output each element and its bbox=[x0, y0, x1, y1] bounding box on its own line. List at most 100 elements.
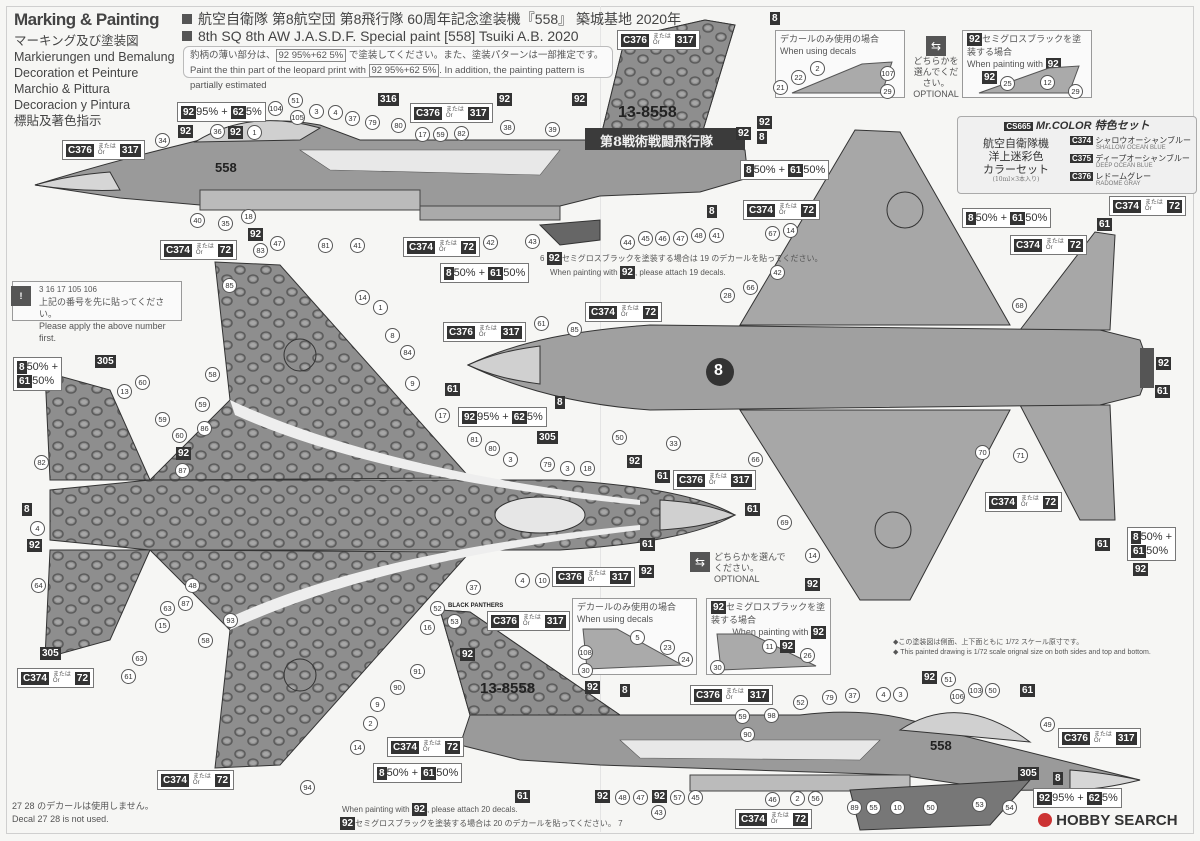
tail-sketch bbox=[791, 61, 893, 94]
part-number: 43 bbox=[525, 234, 540, 249]
decal-number: 2 bbox=[810, 61, 825, 76]
color-name-jp: シャロウオーシャンブルー bbox=[1095, 136, 1191, 145]
part-number: 86 bbox=[197, 421, 212, 436]
color-tag: 61 bbox=[1155, 385, 1171, 398]
scheme-en: 8th SQ 8th AW J.A.S.D.F. Special paint [… bbox=[198, 28, 579, 44]
or-en: Or bbox=[1093, 738, 1101, 745]
part-number: 34 bbox=[155, 133, 170, 148]
or-jp: または bbox=[1020, 496, 1039, 503]
color-tag: 92 bbox=[1133, 563, 1149, 576]
part-number: 36 bbox=[210, 124, 225, 139]
part-number: 80 bbox=[391, 118, 406, 133]
part-number: 85 bbox=[222, 278, 237, 293]
part-number: 79 bbox=[365, 115, 380, 130]
color-tag: 92 bbox=[572, 93, 588, 106]
color-tag: 92 bbox=[805, 578, 821, 591]
part-number: 37 bbox=[466, 580, 481, 595]
color-tag: 92 bbox=[546, 252, 562, 265]
color-code: 317 bbox=[747, 689, 769, 702]
mix-percent: 50% bbox=[436, 767, 459, 779]
tail-serial-top: 13-8558 bbox=[618, 104, 677, 121]
or-jp: または bbox=[52, 672, 71, 679]
optional-choice: ⇆ どちらかを選んでください。 OPTIONAL bbox=[912, 36, 960, 100]
or-jp: または bbox=[725, 689, 744, 696]
part-number: 89 bbox=[847, 800, 862, 815]
color-tag: 92 bbox=[810, 626, 826, 639]
decal-number: 28 bbox=[24, 801, 35, 811]
color-tag: 8 bbox=[22, 503, 32, 516]
part-number: 93 bbox=[223, 613, 238, 628]
color-code: C374 bbox=[1070, 136, 1094, 145]
part-number: 57 bbox=[670, 790, 685, 805]
decal-number: 108 bbox=[578, 645, 593, 660]
note-text: When painting with bbox=[550, 268, 618, 277]
part-number: 1 bbox=[247, 125, 262, 140]
decal-number: 12 bbox=[1040, 75, 1055, 90]
part-number: 59 bbox=[155, 412, 170, 427]
color-code: C374 bbox=[989, 496, 1017, 509]
mix-percent: 50% bbox=[753, 164, 776, 176]
or-jp: または bbox=[1045, 239, 1064, 246]
color-code: 72 bbox=[800, 204, 817, 217]
part-number: 50 bbox=[985, 683, 1000, 698]
part-number: 56 bbox=[808, 791, 823, 806]
part-number: 80 bbox=[485, 441, 500, 456]
mix-percent: 50% bbox=[453, 267, 476, 279]
top-view bbox=[44, 261, 737, 769]
color-code: 72 bbox=[444, 741, 461, 754]
part-number: 106 bbox=[950, 689, 965, 704]
color-tag: 61 bbox=[1020, 684, 1036, 697]
part-number: 90 bbox=[740, 727, 755, 742]
mix-percent: 5% bbox=[1101, 792, 1118, 804]
color-tag: 92 bbox=[595, 790, 611, 803]
decal-number: 30 bbox=[710, 660, 725, 675]
decal-number: 19 bbox=[689, 268, 699, 277]
or-jp: または bbox=[770, 813, 789, 820]
part-number: 13 bbox=[117, 384, 132, 399]
color-code: 92 bbox=[462, 411, 478, 424]
or-en: Or bbox=[708, 480, 716, 487]
or-en: Or bbox=[620, 312, 628, 319]
mix-tag: 92 95%+62 5% bbox=[275, 49, 347, 62]
color-code: 317 bbox=[467, 107, 489, 120]
optional-jp: どちらかを選んでください。 bbox=[913, 56, 959, 88]
or-en: Or bbox=[770, 819, 778, 826]
nose-number-top: 558 bbox=[215, 160, 237, 175]
squadron-name: 第8戦術戦闘飛行隊 bbox=[600, 135, 714, 150]
color-code: 72 bbox=[214, 774, 231, 787]
watermark-text: HOBBY SEARCH bbox=[1056, 812, 1178, 829]
color-code: 317 bbox=[500, 326, 522, 339]
color-tag: 8 bbox=[620, 684, 630, 697]
color-name-jp: レドームグレー bbox=[1095, 172, 1152, 181]
subtitle: Decoracion y Pintura bbox=[14, 98, 131, 112]
color-code: C374 bbox=[747, 204, 775, 217]
part-number: 38 bbox=[500, 120, 515, 135]
set-line: カラーセット bbox=[983, 163, 1049, 176]
part-number: 81 bbox=[467, 432, 482, 447]
part-number: 60 bbox=[172, 428, 187, 443]
color-tag: 92 bbox=[340, 817, 356, 830]
color-code: 61 bbox=[421, 767, 437, 780]
part-number: 87 bbox=[175, 463, 190, 478]
color-tag: 92 bbox=[585, 681, 601, 694]
part-number: 17 bbox=[415, 127, 430, 142]
color-code: 92 bbox=[181, 106, 197, 119]
color-code: 62 bbox=[1086, 792, 1102, 805]
part-number: 91 bbox=[410, 664, 425, 679]
color-tag: 305 bbox=[537, 431, 558, 444]
decal-number: 105 bbox=[67, 285, 82, 294]
color-code: 317 bbox=[609, 571, 631, 584]
part-number: 15 bbox=[155, 618, 170, 633]
color-code: 72 bbox=[1067, 239, 1084, 252]
